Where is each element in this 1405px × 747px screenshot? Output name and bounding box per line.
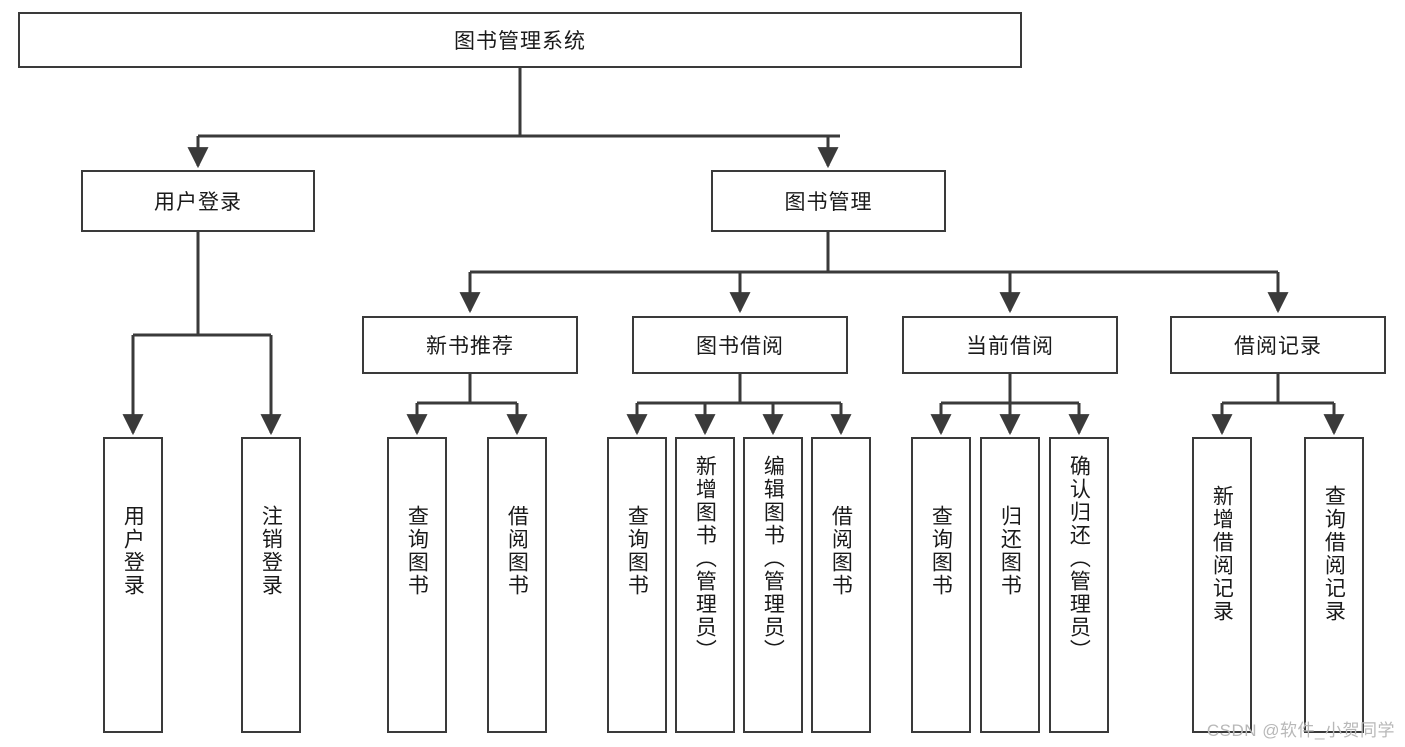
leaf-user-login[interactable]: 用户登录 bbox=[103, 437, 163, 733]
leaf-query-borrow-record-label: 查询借阅记录 bbox=[1322, 485, 1347, 623]
leaf-logout[interactable]: 注销登录 bbox=[241, 437, 301, 733]
leaf-query-book-borrow[interactable]: 查询图书 bbox=[607, 437, 667, 733]
leaf-borrow-book-borrow-label: 借阅图书 bbox=[829, 505, 854, 597]
node-new-book-recommend-label: 新书推荐 bbox=[426, 334, 514, 358]
leaf-add-book-admin-label: 新增图书（管理员） bbox=[693, 455, 718, 662]
leaf-query-book-newbook-label: 查询图书 bbox=[405, 505, 430, 597]
leaf-borrow-book-newbook[interactable]: 借阅图书 bbox=[487, 437, 547, 733]
leaf-confirm-return-admin-label: 确认归还（管理员） bbox=[1067, 455, 1092, 662]
node-borrow-records-label: 借阅记录 bbox=[1234, 334, 1322, 358]
leaf-edit-book-admin[interactable]: 编辑图书（管理员） bbox=[743, 437, 803, 733]
leaf-user-login-label: 用户登录 bbox=[121, 505, 146, 597]
leaf-add-borrow-record[interactable]: 新增借阅记录 bbox=[1192, 437, 1252, 733]
node-borrow-records[interactable]: 借阅记录 bbox=[1170, 316, 1386, 374]
leaf-confirm-return-admin[interactable]: 确认归还（管理员） bbox=[1049, 437, 1109, 733]
node-current-borrow[interactable]: 当前借阅 bbox=[902, 316, 1118, 374]
node-root-label: 图书管理系统 bbox=[454, 29, 586, 53]
node-user-login[interactable]: 用户登录 bbox=[81, 170, 315, 232]
leaf-logout-label: 注销登录 bbox=[259, 505, 284, 597]
leaf-add-book-admin[interactable]: 新增图书（管理员） bbox=[675, 437, 735, 733]
node-new-book-recommend[interactable]: 新书推荐 bbox=[362, 316, 578, 374]
watermark-text: CSDN @软件_小贺同学 bbox=[1206, 721, 1395, 740]
leaf-borrow-book-borrow[interactable]: 借阅图书 bbox=[811, 437, 871, 733]
node-user-login-label: 用户登录 bbox=[154, 190, 242, 214]
leaf-edit-book-admin-label: 编辑图书（管理员） bbox=[761, 455, 786, 662]
leaf-return-book[interactable]: 归还图书 bbox=[980, 437, 1040, 733]
leaf-add-borrow-record-label: 新增借阅记录 bbox=[1210, 485, 1235, 623]
leaf-borrow-book-newbook-label: 借阅图书 bbox=[505, 505, 530, 597]
leaf-return-book-label: 归还图书 bbox=[998, 505, 1023, 597]
node-book-borrow[interactable]: 图书借阅 bbox=[632, 316, 848, 374]
leaf-query-book-current[interactable]: 查询图书 bbox=[911, 437, 971, 733]
node-book-management[interactable]: 图书管理 bbox=[711, 170, 946, 232]
leaf-query-book-borrow-label: 查询图书 bbox=[625, 505, 650, 597]
node-root[interactable]: 图书管理系统 bbox=[18, 12, 1022, 68]
node-current-borrow-label: 当前借阅 bbox=[966, 334, 1054, 358]
leaf-query-borrow-record[interactable]: 查询借阅记录 bbox=[1304, 437, 1364, 733]
leaf-query-book-newbook[interactable]: 查询图书 bbox=[387, 437, 447, 733]
leaf-query-book-current-label: 查询图书 bbox=[929, 505, 954, 597]
node-book-borrow-label: 图书借阅 bbox=[696, 334, 784, 358]
node-book-management-label: 图书管理 bbox=[784, 190, 873, 214]
